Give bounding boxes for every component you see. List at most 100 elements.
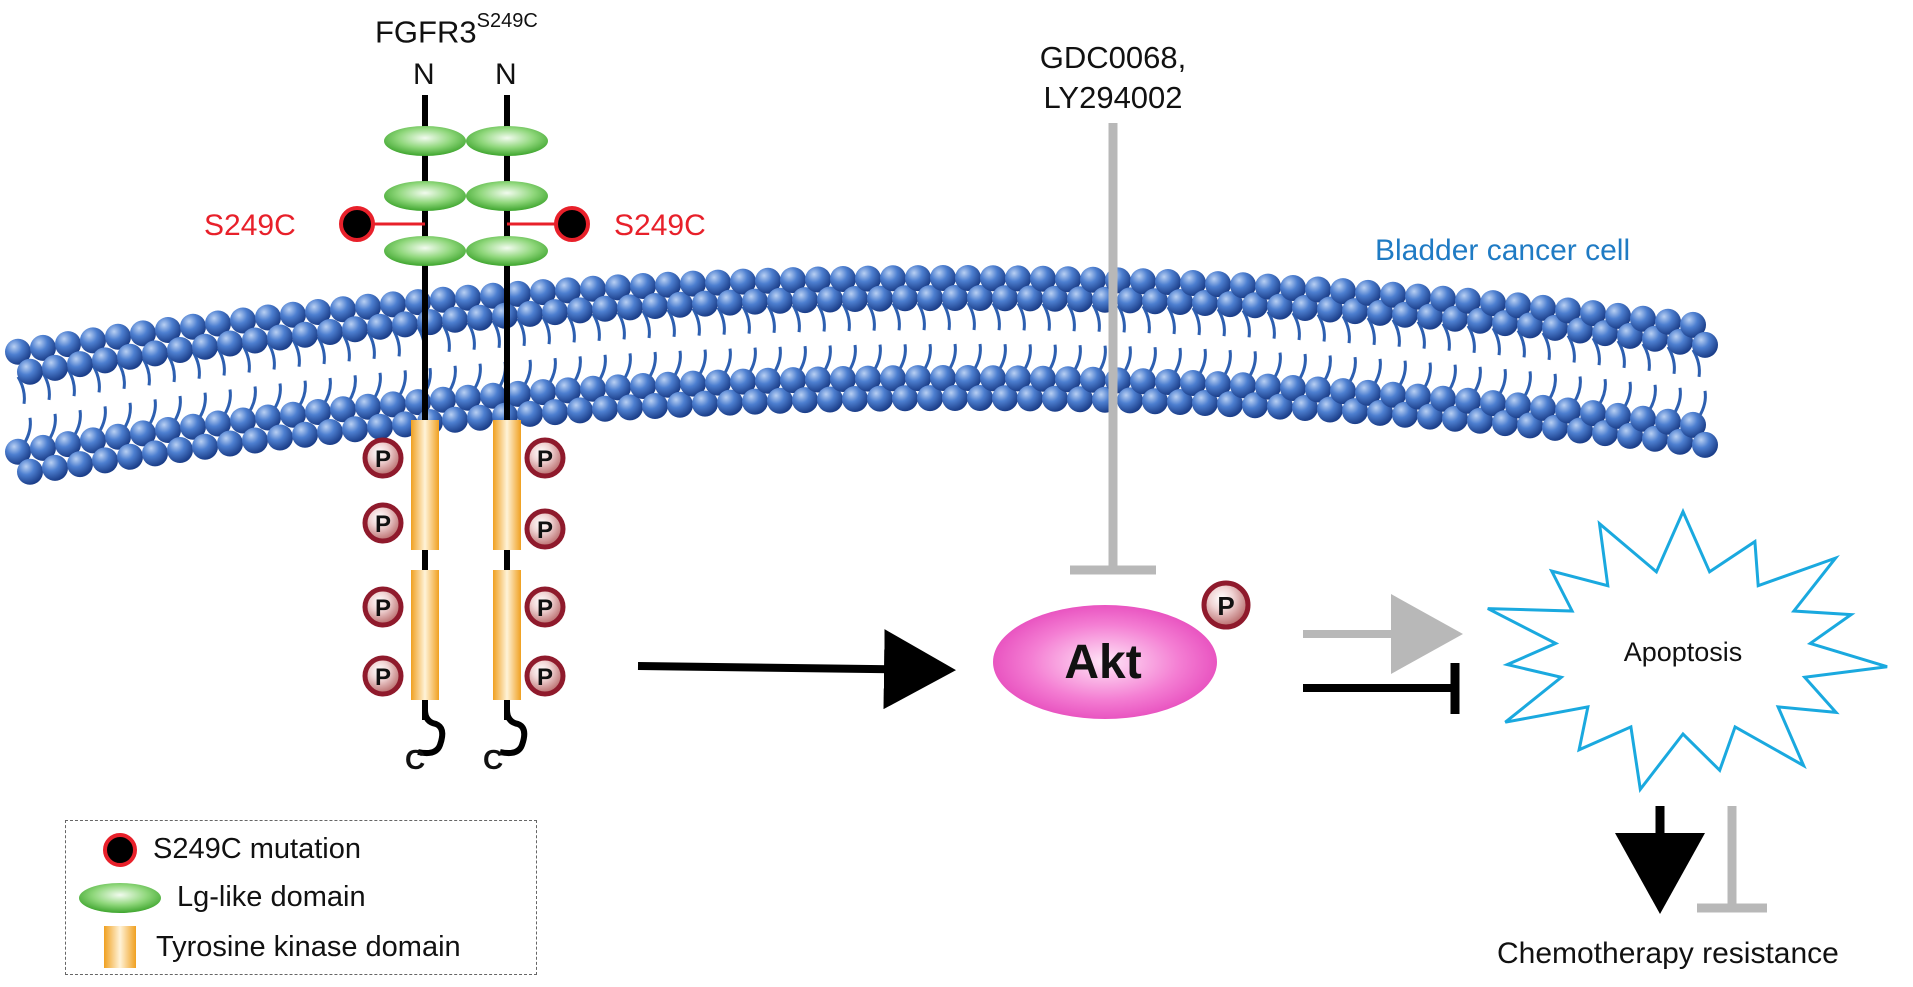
- lipid-head: [1205, 371, 1231, 398]
- lipid-head: [592, 295, 618, 322]
- lipid-head: [992, 285, 1018, 312]
- legend-label-kinase: Tyrosine kinase domain: [156, 931, 461, 963]
- lipid-head: [1442, 305, 1468, 332]
- lipid-head: [805, 266, 831, 293]
- lipid-head: [1430, 285, 1456, 312]
- lipid-head: [17, 358, 43, 385]
- lipid-tail: [1197, 348, 1207, 376]
- lipid-head: [1555, 397, 1581, 424]
- lipid-head: [1530, 394, 1556, 421]
- lipid-head: [667, 391, 693, 418]
- phospho-badge: P: [524, 586, 566, 628]
- lipid-tail: [1222, 349, 1232, 377]
- lipid-head: [330, 296, 356, 323]
- lipid-tail: [272, 383, 282, 411]
- lipid-tail: [947, 343, 957, 371]
- lipid-head: [205, 310, 231, 337]
- lipid-head: [1117, 287, 1143, 314]
- lipid-head: [430, 386, 456, 413]
- lipid-head: [1280, 375, 1306, 401]
- lipid-tail: [1372, 358, 1382, 386]
- lipid-head: [730, 368, 756, 395]
- lipid-head: [580, 375, 606, 402]
- lipid-head: [1680, 411, 1706, 438]
- lipid-head: [230, 407, 256, 434]
- lipid-head: [1130, 268, 1156, 295]
- lipid-head: [917, 285, 943, 312]
- lipid-tail: [22, 417, 32, 445]
- phospho-label: P: [537, 595, 553, 622]
- lipid-head: [1242, 392, 1268, 419]
- lipid-tail: [522, 359, 532, 387]
- lipid-tail: [1497, 368, 1507, 396]
- lipid-head: [1330, 378, 1356, 405]
- cell-label: Bladder cancer cell: [1375, 234, 1631, 267]
- phospho-badge: P: [362, 655, 404, 697]
- lipid-head: [92, 447, 118, 474]
- lipid-tail: [47, 413, 57, 441]
- lipid-tail: [147, 399, 157, 427]
- lipid-head: [442, 406, 468, 433]
- phospho-groups: P P P P P P P P: [362, 437, 566, 697]
- outcome-label: Chemotherapy resistance: [1497, 937, 1839, 970]
- lipid-head: [5, 438, 31, 465]
- ig-domain: [384, 126, 466, 156]
- lipid-head: [1042, 285, 1068, 312]
- lipid-head: [1655, 308, 1681, 335]
- lipid-head: [655, 371, 681, 398]
- lipid-head: [705, 369, 731, 396]
- lipid-head: [67, 351, 93, 378]
- lipid-head: [1455, 387, 1481, 414]
- lipid-head: [1655, 408, 1681, 435]
- lipid-head: [1530, 294, 1556, 321]
- lipid-head: [1355, 379, 1381, 406]
- lipid-head: [955, 265, 981, 291]
- lipid-head: [1367, 299, 1393, 326]
- lipid-head: [192, 433, 218, 460]
- lipid-head: [842, 286, 868, 312]
- lipid-head: [1417, 303, 1443, 330]
- fgfr3-receptor: P P P P P P P P: [339, 95, 590, 757]
- lipid-head: [67, 451, 93, 478]
- lipid-head: [567, 297, 593, 324]
- lipid-head: [567, 397, 593, 424]
- lipid-head: [1505, 292, 1531, 319]
- lipid-head: [880, 365, 906, 392]
- lipid-head: [1067, 286, 1093, 313]
- ig-domain: [466, 181, 548, 211]
- lipid-head: [180, 313, 206, 340]
- gray-inhibition-tbar-down: [1697, 806, 1767, 913]
- lipid-head: [1167, 389, 1193, 415]
- lipid-head: [155, 317, 181, 343]
- mutation-label-right: S249C: [614, 209, 706, 242]
- lipid-tail: [372, 372, 382, 400]
- lipid-head: [730, 268, 756, 295]
- lipid-head: [1630, 405, 1656, 432]
- lipid-tail: [822, 345, 832, 373]
- lipid-head: [1317, 396, 1343, 423]
- lipid-head: [1192, 390, 1218, 416]
- ig-domain: [466, 126, 548, 156]
- lipid-head: [55, 331, 81, 358]
- lipid-head: [1155, 369, 1181, 395]
- lipid-head: [1417, 403, 1443, 430]
- lipid-head: [1267, 293, 1293, 320]
- lipid-tail: [1472, 366, 1482, 394]
- lipid-tail: [1122, 346, 1132, 374]
- lipid-tail: [97, 406, 107, 434]
- lipid-head: [592, 395, 618, 422]
- lipid-tail: [1422, 362, 1432, 390]
- lipid-head: [555, 277, 581, 304]
- lipid-head: [455, 384, 481, 411]
- lipid-head: [467, 304, 493, 331]
- lipid-head: [517, 400, 543, 427]
- lipid-head: [292, 421, 318, 448]
- lipid-head: [342, 316, 368, 343]
- lipid-tail: [647, 351, 657, 379]
- lipid-tail: [1297, 353, 1307, 381]
- legend: [65, 820, 537, 975]
- lipid-head: [367, 313, 393, 340]
- legend-icons: [79, 833, 161, 968]
- lipid-tail: [297, 380, 307, 408]
- lipid-tail: [172, 395, 182, 423]
